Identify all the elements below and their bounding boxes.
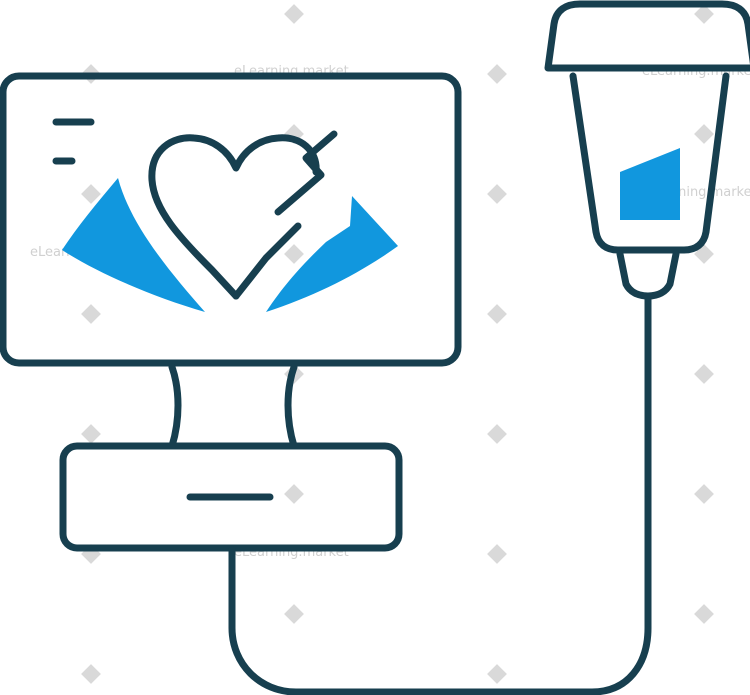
scan-area-left bbox=[62, 178, 205, 312]
monitor-stand bbox=[168, 363, 182, 450]
probe-cable bbox=[228, 292, 652, 695]
ultrasound-probe-icon bbox=[544, 0, 750, 72]
heart-right-line bbox=[232, 222, 302, 300]
probe-window bbox=[620, 148, 680, 220]
probe-neck bbox=[616, 250, 680, 300]
probe-body bbox=[569, 72, 730, 254]
monitor-stand bbox=[284, 363, 298, 450]
heartbeat-line bbox=[274, 130, 338, 216]
monitor-screen bbox=[0, 72, 462, 367]
scan-area-right bbox=[266, 196, 398, 312]
heart-icon bbox=[148, 134, 320, 300]
